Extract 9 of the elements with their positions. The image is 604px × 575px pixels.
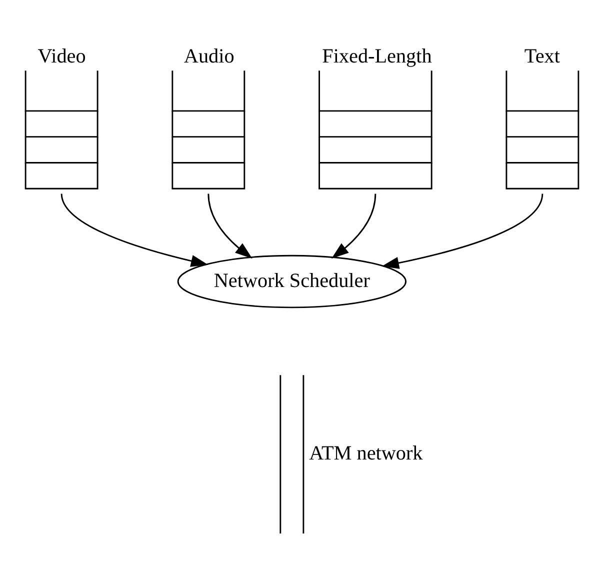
node-text: Video [38,44,86,67]
node-text: Audio [184,44,234,67]
node-text: ATM network [309,442,423,464]
arrow [382,193,544,268]
node-text: Fixed-Length [322,44,432,67]
node-text: Text [524,44,560,67]
arrow [60,193,208,266]
arrow [331,193,376,258]
arrow [208,193,252,258]
